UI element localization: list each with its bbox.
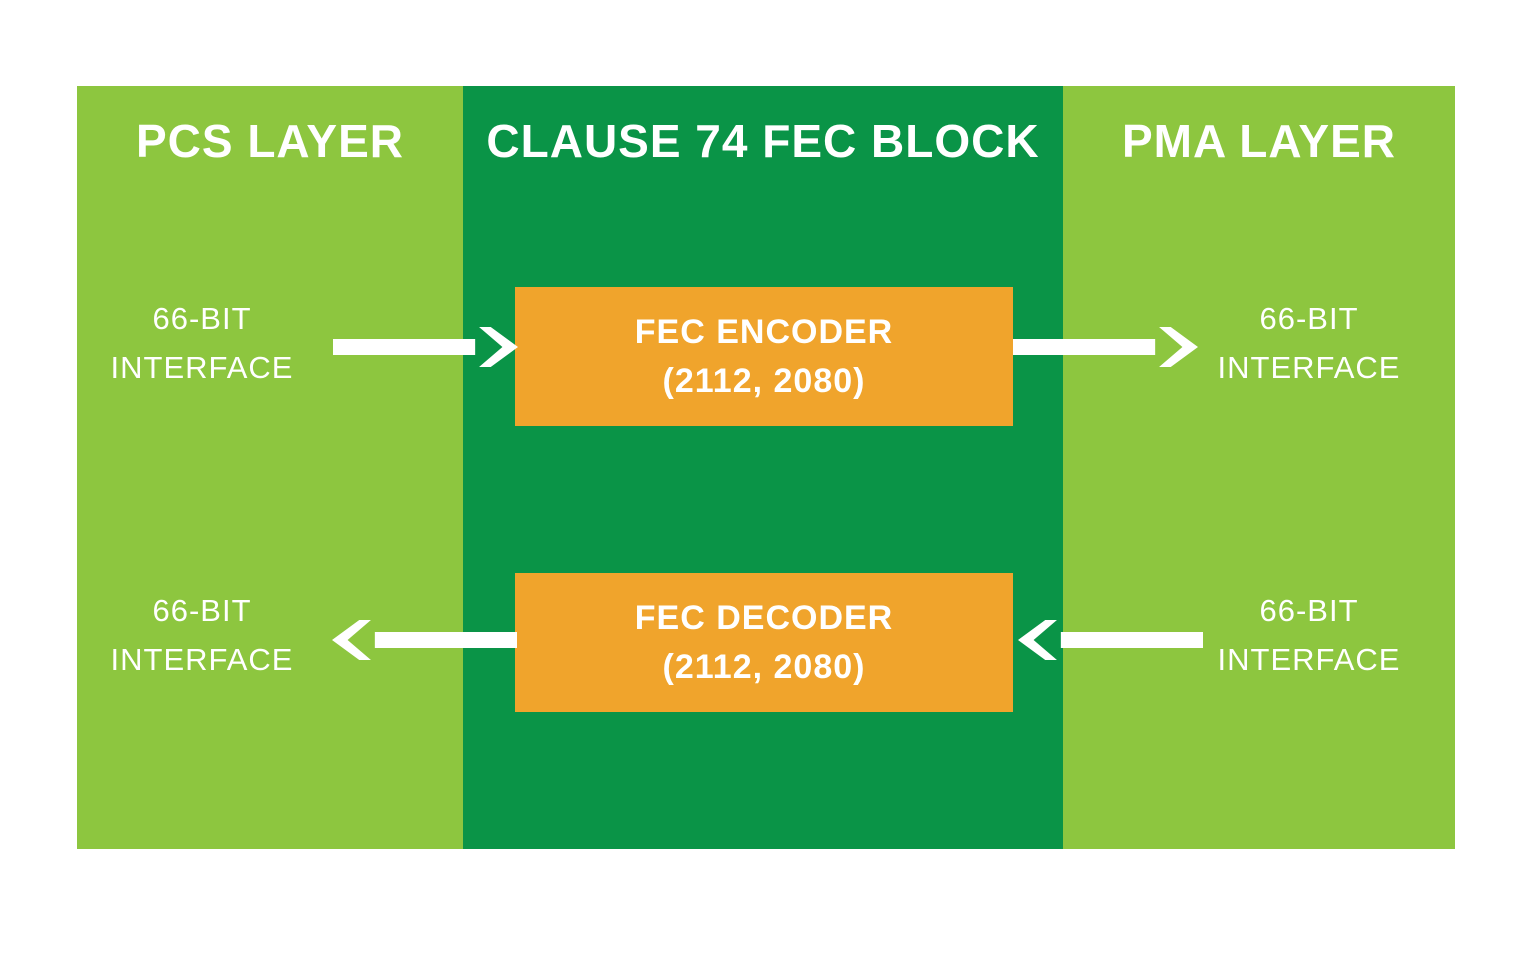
interface-label-line1: 66-BIT (1259, 301, 1359, 336)
arrow-encoder-to-pma (1013, 319, 1198, 375)
pcs-bottom-interface-label: 66-BIT INTERFACE (82, 586, 322, 684)
fec-decoder-name: FEC DECODER (634, 598, 894, 637)
interface-label-line1: 66-BIT (152, 301, 252, 336)
fec-encoder-name: FEC ENCODER (634, 312, 894, 351)
fec-decoder-block: FEC DECODER (2112, 2080) (515, 573, 1013, 712)
clause74-fec-diagram: PCS LAYER CLAUSE 74 FEC BLOCK PMA LAYER … (77, 86, 1455, 849)
interface-label-line2: INTERFACE (110, 642, 294, 677)
arrow-pcs-to-encoder (333, 319, 518, 375)
pma-top-interface-label: 66-BIT INTERFACE (1189, 294, 1429, 392)
right-arrow-icon (1013, 327, 1198, 367)
arrow-decoder-to-pcs (332, 612, 517, 668)
fec-encoder-code: (2112, 2080) (662, 361, 866, 400)
fec-block-title: CLAUSE 74 FEC BLOCK (486, 115, 1040, 167)
left-arrow-icon (332, 620, 517, 660)
pma-layer-panel: PMA LAYER (1063, 86, 1455, 849)
fec-block-panel: CLAUSE 74 FEC BLOCK (463, 86, 1063, 849)
interface-label-line1: 66-BIT (1259, 593, 1359, 628)
fec-decoder-code: (2112, 2080) (662, 647, 866, 686)
pcs-layer-panel: PCS LAYER (77, 86, 463, 849)
interface-label-line2: INTERFACE (1217, 350, 1401, 385)
pcs-top-interface-label: 66-BIT INTERFACE (82, 294, 322, 392)
interface-label-line2: INTERFACE (1217, 642, 1401, 677)
fec-encoder-block: FEC ENCODER (2112, 2080) (515, 287, 1013, 426)
interface-label-line2: INTERFACE (110, 350, 294, 385)
left-arrow-icon (1018, 620, 1203, 660)
pma-layer-title: PMA LAYER (1122, 115, 1396, 167)
pma-bottom-interface-label: 66-BIT INTERFACE (1189, 586, 1429, 684)
arrow-pma-to-decoder (1018, 612, 1203, 668)
interface-label-line1: 66-BIT (152, 593, 252, 628)
pcs-layer-title: PCS LAYER (135, 115, 405, 167)
right-arrow-icon (333, 327, 518, 367)
